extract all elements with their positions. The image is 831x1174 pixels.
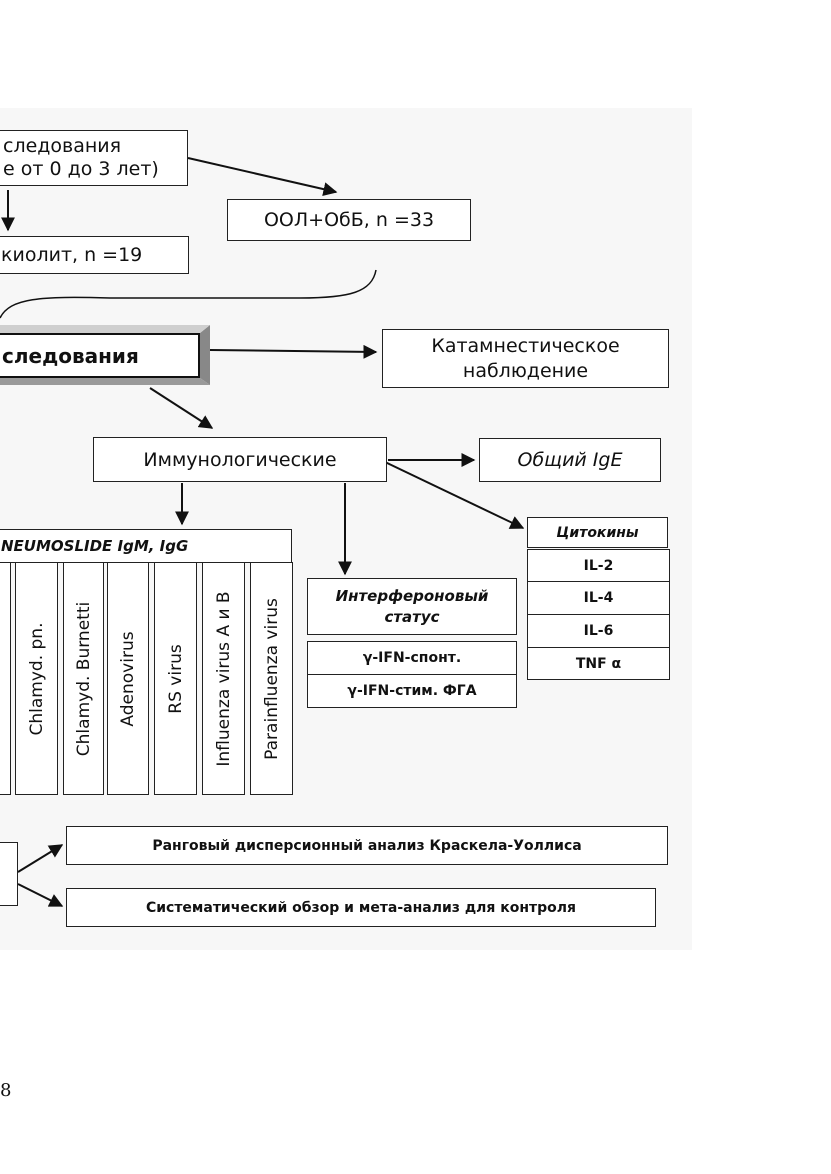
study-population-box: следования е от 0 до 3 лет) bbox=[0, 130, 188, 186]
ool-obb-box: ООЛ+ОбБ, n =33 bbox=[227, 199, 471, 241]
cytokine-row: IL-6 bbox=[527, 614, 670, 648]
study-population-line1: следования bbox=[3, 135, 122, 157]
arrow-top-to-ool bbox=[187, 157, 338, 197]
cytokines-title: Цитокины bbox=[556, 524, 639, 541]
arrow-methods-to-immunological bbox=[149, 387, 214, 429]
kruskal-wallis-box: Ранговый дисперсионный анализ Краскела-У… bbox=[66, 826, 668, 865]
interferon-row-label: γ-IFN-стим. ФГА bbox=[347, 683, 477, 699]
pathogen-label: Influenza virus A и B bbox=[213, 590, 234, 767]
arrow-methods-to-catamnestic bbox=[209, 344, 378, 359]
meta-analysis-label: Систематический обзор и мета-анализ для … bbox=[145, 899, 577, 916]
cytokine-label: IL-4 bbox=[583, 590, 614, 606]
interferon-row: γ-IFN-спонт. bbox=[307, 641, 517, 675]
pathogen-label: RS virus bbox=[165, 643, 186, 714]
arrow-stats-to-meta bbox=[17, 883, 64, 907]
total-ige-box: Общий IgE bbox=[479, 438, 661, 482]
cytokine-row: IL-4 bbox=[527, 581, 670, 615]
ool-obb-label: ООЛ+ОбБ, n =33 bbox=[263, 209, 435, 231]
kruskal-wallis-label: Ранговый дисперсионный анализ Краскела-У… bbox=[152, 837, 582, 854]
pathogen-label: Chlamyd. Burnetti bbox=[73, 601, 94, 756]
page-number: 8 bbox=[0, 1080, 12, 1101]
meta-analysis-box: Систематический обзор и мета-анализ для … bbox=[66, 888, 656, 927]
pathogen-column: Parainfluenza virus bbox=[250, 562, 293, 795]
methods-label: следования bbox=[2, 343, 139, 368]
statistics-box bbox=[0, 842, 18, 906]
immunological-box: Иммунологические bbox=[93, 437, 387, 482]
bronchiolitis-label: киолит, n =19 bbox=[1, 244, 143, 266]
bronchiolitis-box: киолит, n =19 bbox=[0, 236, 189, 274]
pneumoslide-label: NEUMOSLIDE IgM, IgG bbox=[1, 537, 189, 555]
cytokine-label: TNF α bbox=[575, 655, 622, 672]
total-ige-label: Общий IgE bbox=[517, 449, 623, 471]
interferon-title-line2: статус bbox=[384, 607, 440, 626]
cytokine-label: IL-6 bbox=[583, 623, 614, 639]
pathogen-column: Chlamyd. pn. bbox=[15, 562, 58, 795]
brace-curve bbox=[0, 269, 377, 319]
cytokine-row: IL-2 bbox=[527, 549, 670, 582]
interferon-row-label: γ-IFN-спонт. bbox=[362, 650, 462, 666]
catamnestic-line2: наблюдение bbox=[462, 359, 589, 382]
pneumoslide-box: NEUMOSLIDE IgM, IgG bbox=[0, 529, 292, 563]
pathogen-column-partial bbox=[0, 562, 11, 795]
arrow-stats-to-kruskal bbox=[17, 844, 64, 873]
interferon-status-box: Интерфероновый статус bbox=[307, 578, 517, 635]
methods-box-bevel-bottom bbox=[0, 378, 210, 385]
pathogen-column: Chlamyd. Burnetti bbox=[63, 562, 104, 795]
interferon-title-line1: Интерфероновый bbox=[335, 586, 489, 605]
catamnestic-line1: Катамнестическое bbox=[431, 334, 620, 357]
pathogen-label: Parainfluenza virus bbox=[261, 597, 282, 760]
interferon-row: γ-IFN-стим. ФГА bbox=[307, 674, 517, 708]
catamnestic-box: Катамнестическое наблюдение bbox=[382, 329, 669, 388]
cytokine-row: TNF α bbox=[527, 647, 670, 680]
methods-box-bevel-top bbox=[0, 325, 210, 333]
pathogen-column: RS virus bbox=[154, 562, 197, 795]
pathogen-column: Adenovirus bbox=[107, 562, 149, 795]
arrow-immuno-to-cytokines bbox=[384, 461, 525, 529]
pathogen-label: Chlamyd. pn. bbox=[26, 622, 47, 735]
methods-box-bevel-right bbox=[200, 325, 210, 385]
study-population-line2: е от 0 до 3 лет) bbox=[3, 158, 159, 180]
cytokine-label: IL-2 bbox=[583, 557, 614, 574]
pathogen-label: Adenovirus bbox=[118, 630, 138, 727]
immunological-label: Иммунологические bbox=[143, 448, 337, 471]
methods-box: следования bbox=[0, 333, 200, 378]
pathogen-column: Influenza virus A и B bbox=[202, 562, 245, 795]
cytokines-box: Цитокины bbox=[527, 517, 668, 548]
